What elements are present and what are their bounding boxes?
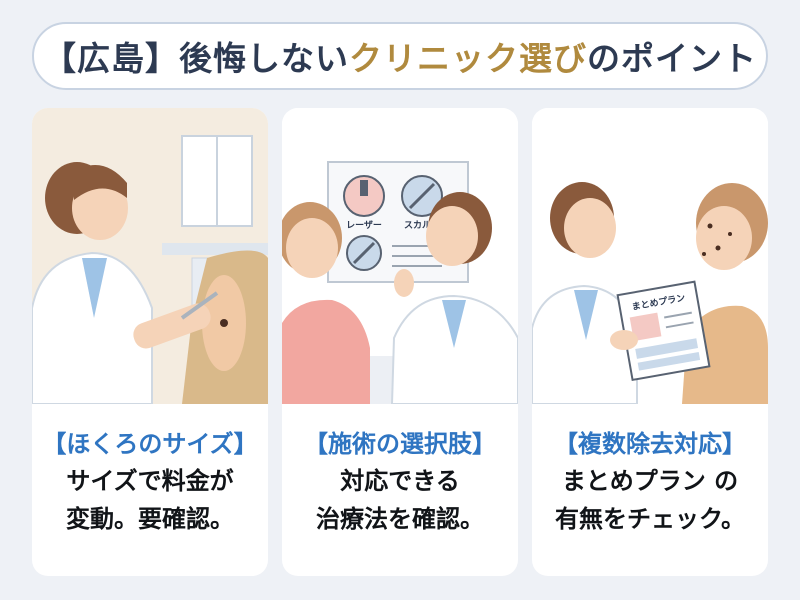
point-card-treatment-options: レーザー スカルル 【施術の選択肢】 対応できる 治療法を確認。 — [282, 108, 518, 576]
poster-label-scalpel: スカルル — [404, 220, 440, 231]
card-description-line: 治療法を確認。 — [316, 505, 484, 533]
card-heading: 【施術の選択肢】 — [304, 430, 496, 458]
card-description-line: まとめプラン の — [561, 467, 739, 495]
page-title: 【広島】後悔しないクリニック選びのポイント — [32, 22, 768, 90]
card-description-line: 対応できる — [340, 467, 460, 495]
card-text: 【ほくろのサイズ】 サイズで料金が 変動。要確認。 — [32, 426, 268, 538]
title-part-suffix: のポイント — [587, 39, 757, 78]
point-card-mole-size: 【ほくろのサイズ】 サイズで料金が 変動。要確認。 — [32, 108, 268, 576]
card-heading: 【ほくろのサイズ】 — [42, 430, 258, 458]
card-text: 【複数除去対応】 まとめプラン の 有無をチェック。 — [532, 426, 768, 538]
card-description-line: サイズで料金が — [66, 467, 234, 495]
illustration-doctor-measuring-mole — [32, 108, 268, 404]
illustration-doctor-explaining-options: レーザー スカルル — [282, 108, 518, 404]
poster-label-laser: レーザー — [346, 220, 382, 231]
title-part-highlight: クリニック選び — [349, 39, 587, 78]
illustration-doctor-showing-plan: まとめプラン — [532, 108, 768, 404]
card-text: 【施術の選択肢】 対応できる 治療法を確認。 — [282, 426, 518, 538]
card-description-line: 変動。要確認。 — [66, 505, 234, 533]
card-heading: 【複数除去対応】 — [554, 430, 746, 458]
point-card-multiple-removal: まとめプラン 【複数除去対応】 まとめプラン の 有無をチェック。 — [532, 108, 768, 576]
card-description-line: 有無をチェック。 — [554, 505, 746, 533]
mole-icon — [220, 319, 228, 327]
plan-brochure: まとめプラン — [616, 280, 711, 382]
title-part-prefix: 【広島】後悔しない — [43, 39, 349, 78]
